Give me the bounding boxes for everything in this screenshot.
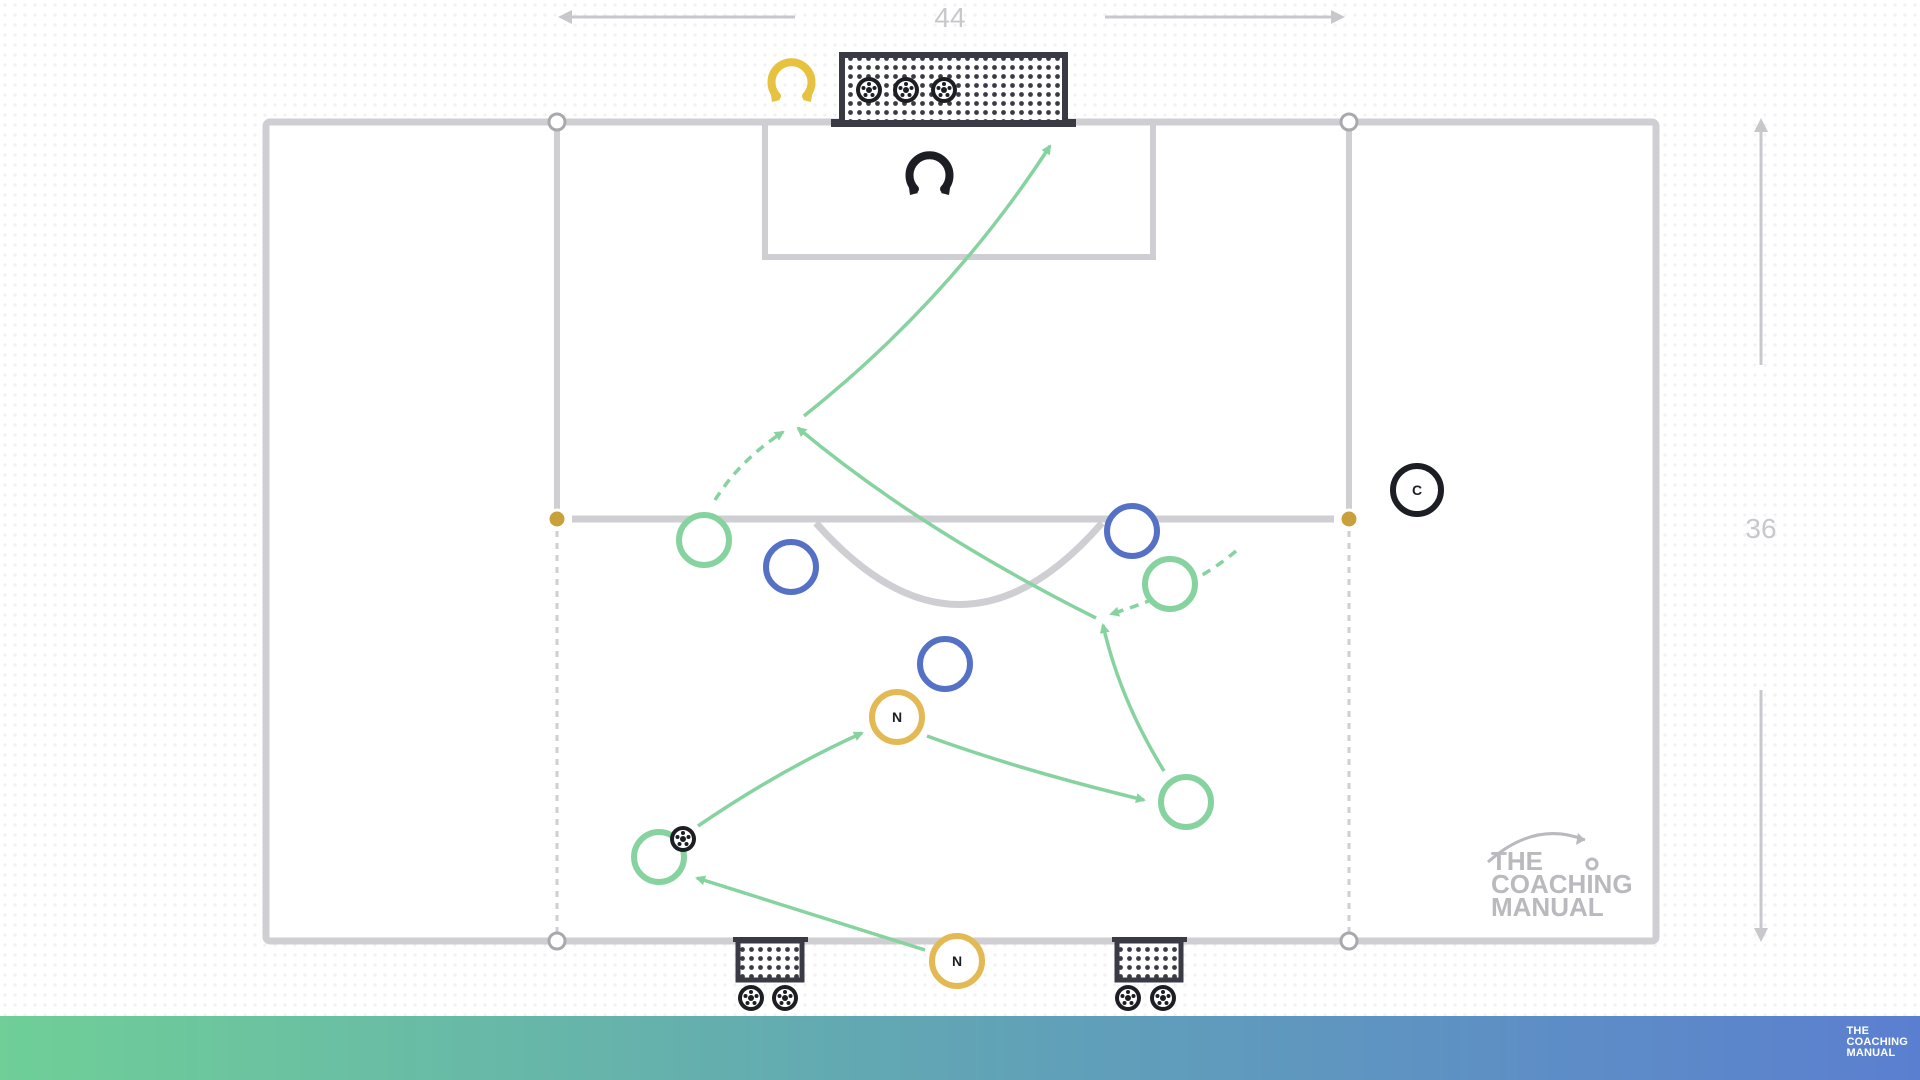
pass-arrow bbox=[926, 734, 1146, 803]
pass-arrow bbox=[697, 731, 864, 828]
neutral-badge: N bbox=[952, 953, 962, 969]
main-goal bbox=[831, 52, 1076, 127]
watermark-line1: THE bbox=[1491, 846, 1543, 876]
green-player bbox=[1142, 556, 1198, 612]
green-player bbox=[1158, 774, 1214, 830]
neutral-player: N bbox=[929, 933, 985, 989]
footer-logo-line1: THE bbox=[1846, 1025, 1870, 1037]
yellow-cone bbox=[1338, 508, 1360, 530]
marker-cone bbox=[1339, 931, 1359, 951]
marker-cone bbox=[547, 931, 567, 951]
pitch-diagram: 44 36 bbox=[0, 0, 1920, 1016]
marker-cone bbox=[547, 112, 567, 132]
ball-icon bbox=[1150, 985, 1176, 1011]
blue-player bbox=[1104, 503, 1160, 559]
length-label: 36 bbox=[1745, 513, 1776, 544]
goalkeeper-gold bbox=[767, 58, 816, 102]
footer-logo-line3: MANUAL bbox=[1846, 1047, 1896, 1059]
coach-badge: C bbox=[1412, 482, 1422, 498]
ball-icon bbox=[772, 985, 798, 1011]
ball-icon bbox=[738, 985, 764, 1011]
ball-icon bbox=[893, 77, 919, 103]
blue-player bbox=[917, 636, 973, 692]
width-label: 44 bbox=[934, 2, 965, 33]
width-dimension: 44 bbox=[558, 2, 1345, 33]
pass-arrow bbox=[695, 875, 926, 952]
pitch-field bbox=[262, 112, 1660, 951]
green-player bbox=[676, 512, 732, 568]
footer-bar: THE COACHING MANUAL bbox=[0, 1016, 1920, 1080]
watermark-line2: COACHING bbox=[1491, 869, 1633, 899]
watermark-logo: THE COACHING MANUAL bbox=[1487, 832, 1633, 922]
pass-arrow bbox=[1099, 623, 1166, 772]
ball-icon bbox=[856, 77, 882, 103]
six-yard-box bbox=[762, 122, 1156, 260]
footer-logo: THE COACHING MANUAL bbox=[1847, 1026, 1909, 1059]
length-dimension: 36 bbox=[1745, 118, 1777, 942]
blue-player bbox=[763, 539, 819, 595]
ball-icon bbox=[931, 77, 957, 103]
pass-arrow bbox=[796, 426, 1097, 620]
run-arrow-dashed bbox=[713, 430, 785, 501]
yellow-cone bbox=[546, 508, 568, 530]
penalty-arc bbox=[813, 520, 1105, 608]
footer-logo-line2: COACHING bbox=[1846, 1036, 1908, 1048]
shot-arrow bbox=[802, 144, 1052, 418]
neutral-badge: N bbox=[892, 709, 902, 725]
ball-icon bbox=[670, 826, 696, 852]
ball-icon bbox=[1115, 985, 1141, 1011]
neutral-player: N bbox=[869, 689, 925, 745]
goalkeeper-dark bbox=[905, 151, 954, 195]
watermark-line3: MANUAL bbox=[1491, 892, 1604, 922]
pitch-outline bbox=[262, 118, 1660, 945]
mini-goal-left bbox=[733, 937, 808, 1011]
mini-goal-right bbox=[1112, 937, 1187, 1011]
marker-cone bbox=[1339, 112, 1359, 132]
coach-marker: C bbox=[1390, 463, 1444, 517]
